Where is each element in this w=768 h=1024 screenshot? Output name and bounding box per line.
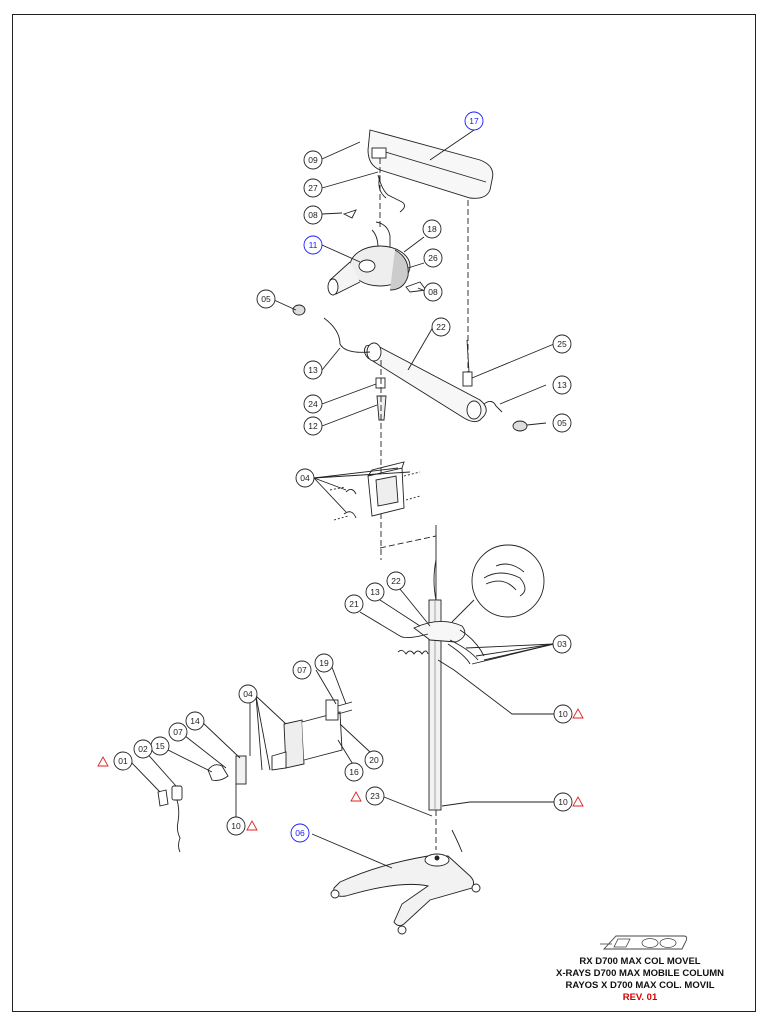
callout-02: 02 [133, 739, 153, 759]
warning-icon [572, 796, 584, 807]
callout-19: 19 [314, 653, 334, 673]
handle-bracket-part [271, 699, 353, 771]
svg-text:02: 02 [138, 744, 148, 754]
title-spanish: RAYOS X D700 MAX COL. MOVIL [565, 980, 715, 991]
callout-20: 20 [364, 750, 384, 770]
svg-text:25: 25 [557, 339, 567, 349]
drawing-frame [12, 14, 756, 1012]
svg-text:10: 10 [231, 821, 241, 831]
callout-16: 16 [344, 762, 364, 782]
callout-22: 22 [431, 317, 451, 337]
title-portuguese: RX D700 MAX COL MOVEL [579, 956, 701, 967]
title-english: X-RAYS D700 MAX MOBILE COLUMN [555, 968, 725, 979]
callout-13: 13 [552, 375, 572, 395]
callout-01-warning: 01 [97, 751, 133, 771]
top-arm-part [367, 129, 494, 199]
svg-text:06: 06 [295, 828, 305, 838]
svg-text:07: 07 [173, 727, 183, 737]
callout-04: 04 [238, 684, 258, 704]
title-block: RX D700 MAX COL MOVEL X-RAYS D700 MAX MO… [540, 956, 740, 1004]
svg-text:10: 10 [558, 709, 568, 719]
svg-text:05: 05 [261, 294, 271, 304]
callout-05: 05 [552, 413, 572, 433]
svg-text:13: 13 [557, 380, 567, 390]
svg-text:13: 13 [308, 365, 318, 375]
svg-text:19: 19 [319, 658, 329, 668]
svg-text:09: 09 [308, 155, 318, 165]
svg-text:13: 13 [370, 587, 380, 597]
product-logo [600, 935, 688, 950]
warning-icon [97, 756, 109, 767]
callout-14: 14 [185, 711, 205, 731]
svg-text:10: 10 [558, 797, 568, 807]
callout-07: 07 [292, 660, 312, 680]
svg-text:26: 26 [428, 253, 438, 263]
callout-05: 05 [256, 289, 276, 309]
callout-26: 26 [423, 248, 443, 268]
callout-08: 08 [303, 205, 323, 225]
svg-text:27: 27 [308, 183, 318, 193]
callout-23-warning: 23 [350, 786, 385, 806]
svg-text:22: 22 [391, 576, 401, 586]
callout-18: 18 [422, 219, 442, 239]
bracket-top-part [343, 461, 405, 519]
callout-03: 03 [552, 634, 572, 654]
warning-icon [350, 791, 362, 802]
svg-text:24: 24 [308, 399, 318, 409]
svg-text:21: 21 [349, 599, 359, 609]
svg-text:04: 04 [300, 473, 310, 483]
callout-07: 07 [168, 722, 188, 742]
column-part [428, 559, 442, 811]
base-part [330, 853, 481, 935]
svg-text:14: 14 [190, 716, 200, 726]
callout-27: 27 [303, 178, 323, 198]
svg-text:11: 11 [309, 240, 318, 250]
callout-04: 04 [295, 468, 315, 488]
svg-text:03: 03 [557, 639, 567, 649]
callout-10-warning: 10 [226, 816, 258, 836]
remote-handset-part [157, 785, 183, 853]
callout-13: 13 [303, 360, 323, 380]
callout-08: 08 [423, 282, 443, 302]
callout-24: 24 [303, 394, 323, 414]
svg-text:04: 04 [243, 689, 253, 699]
svg-text:17: 17 [469, 116, 479, 126]
callout-12: 12 [303, 416, 323, 436]
callout-06: 06 [290, 823, 310, 843]
horizontal-arm-part [363, 342, 487, 423]
callout-25: 25 [552, 334, 572, 354]
svg-text:08: 08 [308, 210, 318, 220]
callout-10-warning: 10 [553, 704, 584, 724]
callout-11: 11 [303, 235, 323, 255]
svg-text:20: 20 [369, 755, 379, 765]
svg-text:23: 23 [370, 791, 380, 801]
callout-15: 15 [150, 736, 170, 756]
callout-09: 09 [303, 150, 323, 170]
warning-icon [246, 820, 258, 831]
svg-text:12: 12 [308, 421, 318, 431]
svg-text:05: 05 [557, 418, 567, 428]
svg-text:08: 08 [428, 287, 438, 297]
svg-text:07: 07 [297, 665, 307, 675]
callout-13: 13 [365, 582, 385, 602]
svg-text:16: 16 [349, 767, 359, 777]
callout-10-warning: 10 [553, 792, 584, 812]
warning-icon [572, 708, 584, 719]
revision-label: REV. 01 [622, 992, 658, 1003]
callout-17: 17 [464, 111, 484, 131]
svg-text:22: 22 [436, 322, 446, 332]
svg-text:01: 01 [118, 756, 128, 766]
svg-text:18: 18 [427, 224, 437, 234]
callout-22: 22 [386, 571, 406, 591]
callout-21: 21 [344, 594, 364, 614]
svg-text:15: 15 [155, 741, 165, 751]
xray-head-part [327, 221, 411, 296]
